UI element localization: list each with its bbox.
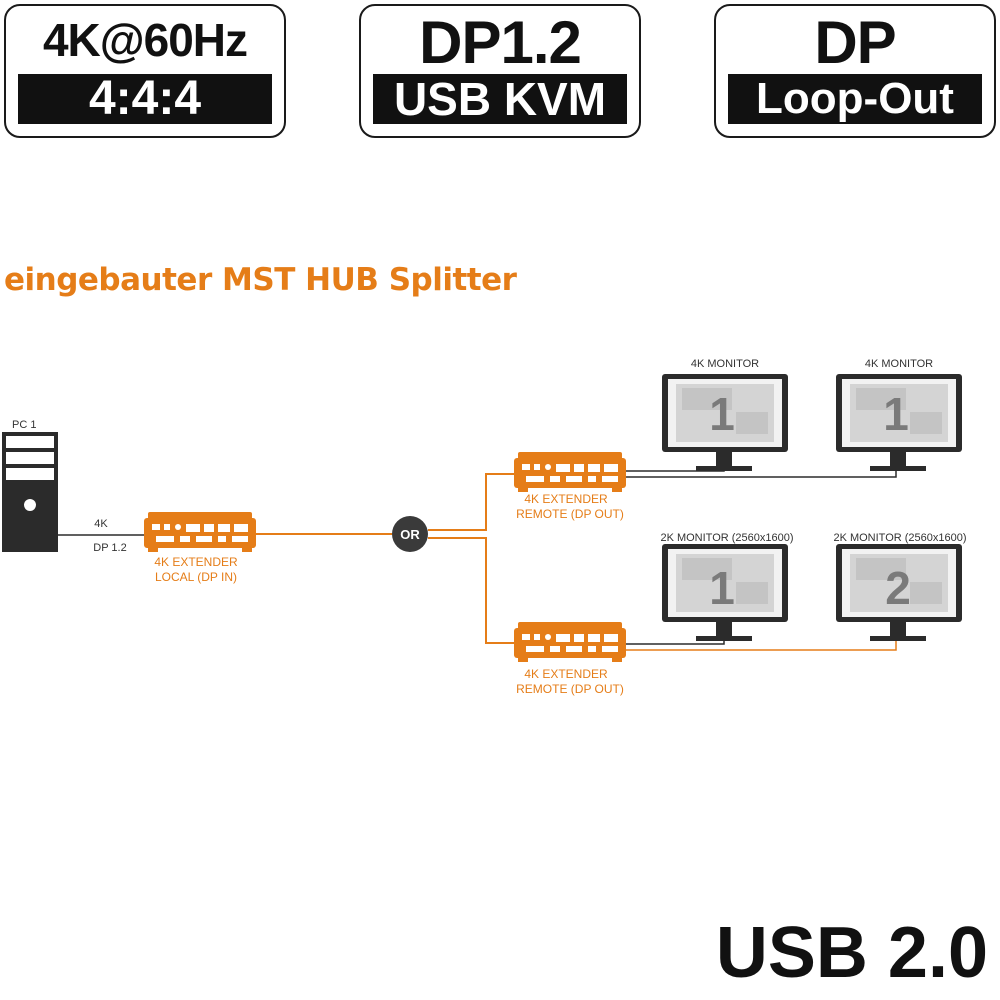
or-label: OR (400, 527, 420, 542)
monitor-top-1-number: 1 (709, 388, 735, 440)
signal-label-top: 4K (94, 518, 108, 530)
remote-extender-top-icon (514, 452, 626, 492)
monitor-bottom-2-label: 2K MONITOR (2560x1600) (833, 532, 966, 544)
remote-extender-bottom-icon (514, 622, 626, 662)
remote-extender-bottom-line1: 4K EXTENDER (524, 667, 608, 681)
badge-loop-out-subtitle: Loop-Out (728, 74, 982, 124)
cable-bottom-monitor2 (626, 636, 897, 651)
remote-extender-top-line1: 4K EXTENDER (524, 492, 608, 506)
page-subtitle: eingebauter MST HUB Splitter (4, 262, 517, 298)
link-to-remote-bottom (428, 537, 518, 644)
badge-dp-kvm-title: DP1.2 (419, 9, 582, 76)
badge-resolution-subtitle: 4:4:4 (18, 74, 272, 124)
local-extender-icon (144, 512, 256, 552)
remote-extender-bottom-line2: REMOTE (DP OUT) (516, 682, 624, 696)
badge-resolution-title: 4K@60Hz (42, 14, 248, 66)
pc-label: PC 1 (12, 419, 36, 431)
pc-tower-icon (2, 432, 58, 552)
badge-resolution: 4K@60Hz 4:4:4 (4, 4, 286, 138)
signal-label-bottom: DP 1.2 (93, 542, 126, 554)
badge-dp-kvm-subtitle: USB KVM (373, 74, 627, 124)
monitor-top-1-label: 4K MONITOR (691, 358, 759, 370)
badge-loop-out: DP Loop-Out (714, 4, 996, 138)
monitor-top-2-number: 1 (883, 388, 909, 440)
badge-loop-out-title: DP (814, 9, 896, 76)
footer-usb-label: USB 2.0 (715, 913, 988, 993)
badge-dp-kvm: DP1.2 USB KVM (359, 4, 641, 138)
link-to-remote-top (428, 473, 518, 531)
monitor-bottom-2-number: 2 (885, 562, 911, 614)
monitor-bottom-1-label: 2K MONITOR (2560x1600) (660, 532, 793, 544)
remote-extender-top-line2: REMOTE (DP OUT) (516, 507, 624, 521)
monitor-top-2-label: 4K MONITOR (865, 358, 933, 370)
monitor-bottom-1-number: 1 (709, 562, 735, 614)
local-extender-line1: 4K EXTENDER (154, 555, 238, 569)
local-extender-line2: LOCAL (DP IN) (155, 570, 237, 584)
or-circle (392, 516, 428, 552)
